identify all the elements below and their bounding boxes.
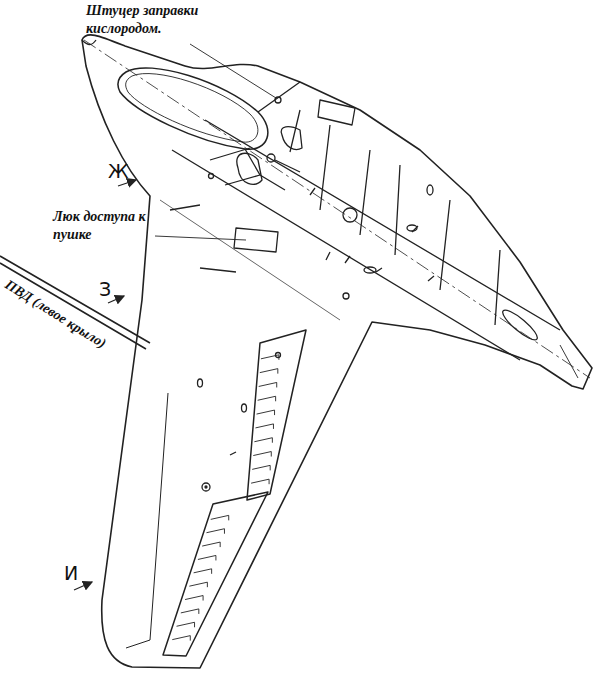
flap-rib <box>259 382 277 387</box>
flap-rib <box>177 622 195 627</box>
flap-rib <box>253 452 271 457</box>
flap-rib <box>260 369 278 374</box>
flap-rib <box>194 569 212 574</box>
flap-rib <box>211 515 229 520</box>
section-letter: Ж <box>108 160 128 184</box>
flap-rib <box>206 529 224 534</box>
flap-rib <box>181 609 199 614</box>
section-letter: З <box>99 278 111 302</box>
flap-rib <box>198 555 216 560</box>
flap-rib <box>185 596 203 601</box>
flap-rib <box>172 636 190 641</box>
callout-label: Люк доступа к пушке <box>53 208 153 243</box>
flap-rib <box>261 355 279 360</box>
flap-rib <box>252 465 270 470</box>
flap-rib <box>255 424 273 429</box>
flap-rib <box>258 396 276 401</box>
section-letter: И <box>64 562 78 586</box>
flap-rib <box>257 410 275 415</box>
flap-rib <box>202 542 220 547</box>
callout-label: ПВД (левое крыло) <box>2 276 110 352</box>
flap-rib <box>251 479 269 484</box>
callout-label: Штуцер заправки кислородом. <box>86 2 221 37</box>
flap-rib <box>254 438 272 443</box>
flap-rib <box>189 582 207 587</box>
